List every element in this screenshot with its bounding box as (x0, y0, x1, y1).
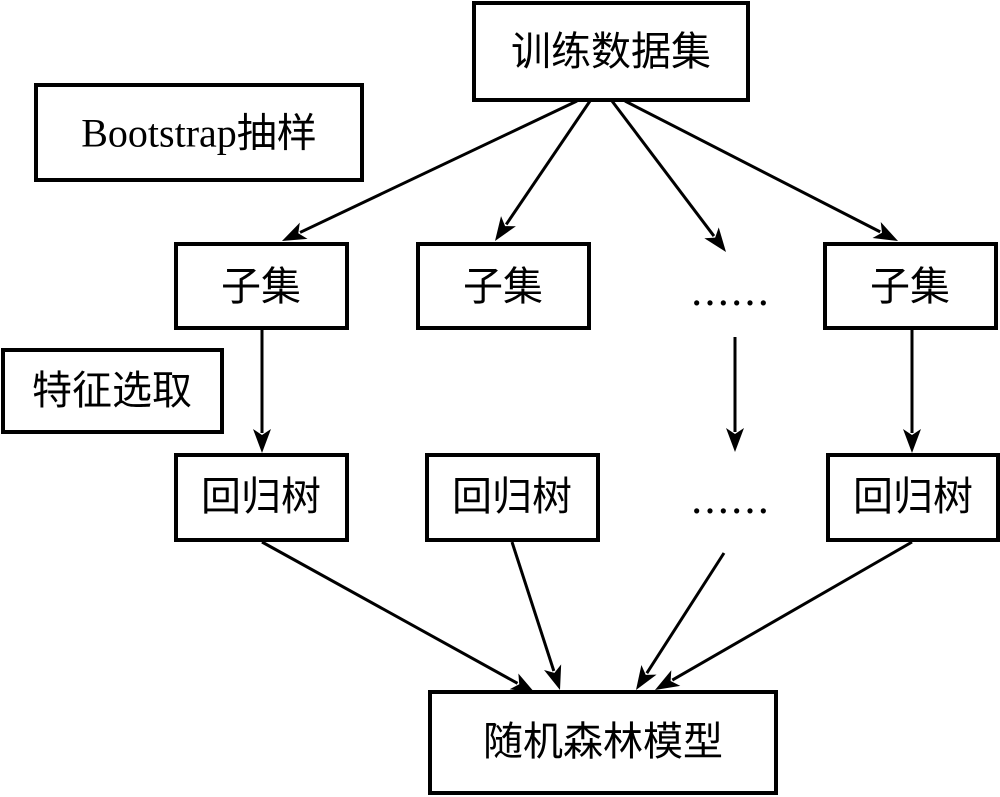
edge-ellipsis-model (645, 552, 726, 674)
node-label: 子集 (463, 264, 543, 310)
node-label: 子集 (870, 264, 950, 310)
node-tree-2: 回归树 (425, 453, 600, 542)
arrowhead-icon (872, 222, 898, 241)
node-label: 回归树 (201, 474, 321, 520)
node-subset-2: 子集 (416, 242, 591, 330)
edge-tree2-model (510, 541, 556, 672)
node-label: Bootstrap抽样 (81, 111, 317, 156)
edges (260, 99, 914, 685)
arrowhead-icon (495, 216, 516, 241)
arrowhead-icon (655, 670, 681, 690)
node-label: 子集 (221, 264, 301, 310)
node-label: 特征选取 (32, 368, 192, 414)
edge-train-subset2 (504, 100, 592, 226)
edge-train-subsetn (624, 99, 881, 234)
arrowhead-icon (544, 664, 562, 690)
node-bootstrap: Bootstrap抽样 (34, 83, 364, 182)
edge-treen-model (671, 540, 913, 682)
arrowhead-icon (636, 664, 657, 690)
node-random-forest-model: 随机森林模型 (428, 690, 778, 795)
node-training-set: 训练数据集 (472, 1, 750, 102)
arrowhead-icon (903, 429, 921, 453)
node-subset-n: 子集 (823, 242, 998, 330)
node-subset-1: 子集 (174, 242, 349, 330)
subset-ellipsis: …… (690, 269, 770, 315)
arrowheads (253, 216, 921, 693)
node-label: 随机森林模型 (483, 719, 723, 765)
arrowhead-icon (253, 429, 271, 453)
node-tree-1: 回归树 (174, 453, 349, 542)
edge-train-ellipsis (610, 100, 716, 237)
tree-ellipsis: …… (690, 477, 770, 523)
node-label: 训练数据集 (511, 29, 711, 75)
node-label: 回归树 (853, 474, 973, 520)
node-feature-selection: 特征选取 (1, 348, 224, 434)
node-label: 回归树 (452, 474, 572, 520)
arrowhead-icon (509, 673, 535, 693)
edge-train-subset1 (299, 99, 578, 234)
arrowhead-icon (704, 227, 726, 252)
arrowhead-icon (282, 222, 308, 241)
edge-tree1-model (261, 540, 519, 685)
arrowhead-icon (726, 428, 744, 452)
node-tree-n: 回归树 (826, 453, 1000, 542)
